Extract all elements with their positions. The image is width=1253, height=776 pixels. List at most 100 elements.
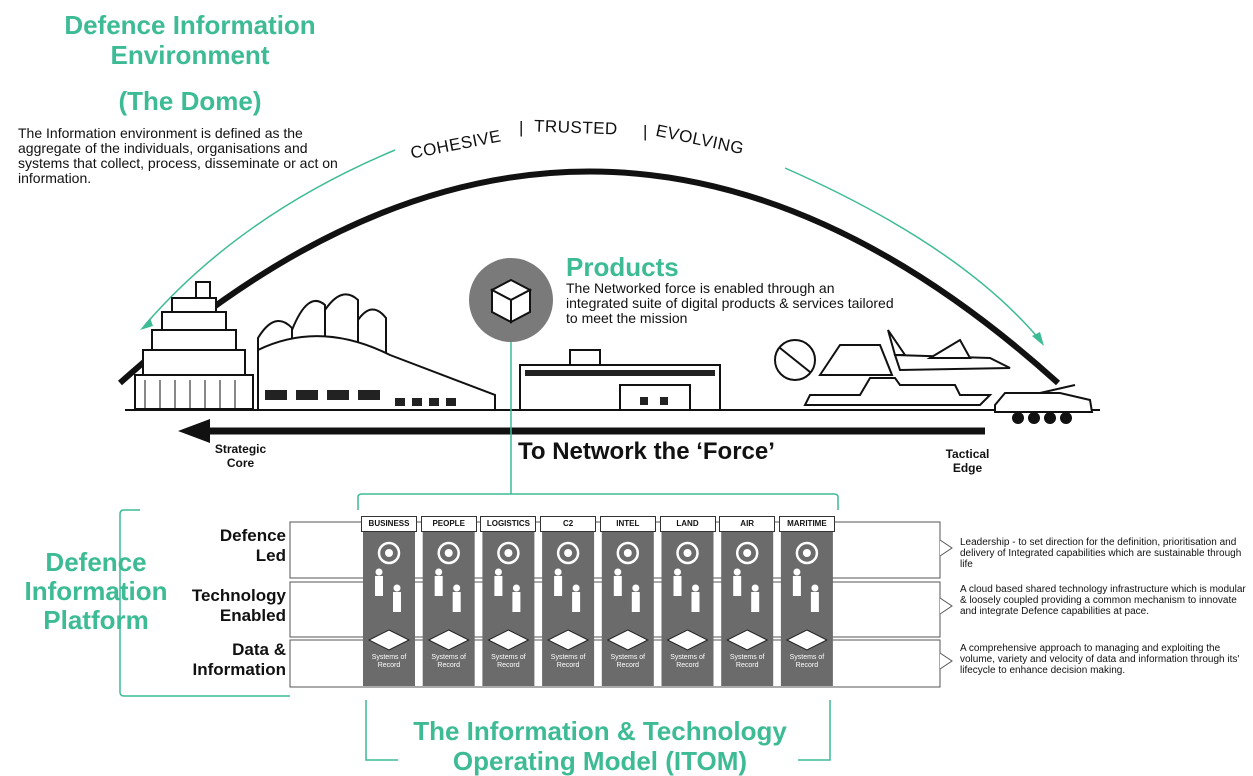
person-body-icon [631, 592, 640, 612]
systems-of-record-line: Systems of [550, 654, 586, 661]
systems-of-record-line: Systems of [431, 654, 466, 661]
row-label-line: Defence [219, 526, 286, 545]
platform-title-line-1: Defence [45, 547, 147, 577]
dome-arc [117, 168, 1061, 386]
systems-of-record-line: Systems of [491, 654, 526, 661]
dome-arrow-right-head [1032, 332, 1044, 346]
itom-column-header: INTEL [599, 516, 656, 532]
leadership-cycle-icon [497, 541, 520, 565]
leadership-core-icon [683, 549, 692, 557]
row-label-data-information: Data & Information [146, 640, 287, 680]
network-title: To Network the ‘Force’ [518, 438, 775, 465]
systems-diamond-icon [367, 629, 411, 651]
tent-icon [818, 344, 894, 376]
dome-title-line-1: Defence Information [64, 10, 316, 40]
row-label-line: Information [192, 660, 287, 679]
systems-of-record-line: Systems of [371, 654, 407, 661]
person-icon [512, 584, 520, 592]
itom-column-header: BUSINESS [361, 516, 417, 532]
itom-bracket-bottom-left [365, 700, 398, 761]
products-title: Products [566, 252, 679, 282]
person-icon [793, 568, 801, 576]
systems-of-record-line: Record [556, 662, 580, 669]
person-body-icon [751, 592, 760, 612]
person-body-icon [375, 576, 383, 596]
arc-word-trusted: TRUSTED [533, 116, 619, 139]
strategic-label: Strategic [214, 442, 267, 456]
strategic-core-label: Strategic Core [208, 442, 273, 470]
systems-of-record-line: Record [676, 662, 699, 669]
dome-intro-text: The Information environment is defined a… [18, 125, 338, 186]
dip-bracket [119, 509, 290, 697]
core-label: Core [226, 456, 255, 470]
person-icon [375, 568, 383, 576]
leadership-cycle-icon [377, 541, 401, 565]
person-body-icon [810, 592, 819, 612]
person-icon [435, 568, 443, 576]
row-label-line: Data & [232, 640, 286, 659]
itom-column-header: LOGISTICS [480, 516, 537, 532]
systems-diamond-icon [546, 629, 590, 651]
dome-subtitle: (The Dome) [118, 86, 262, 116]
person-body-icon [512, 592, 521, 612]
row-description-data-information: A comprehensive approach to managing and… [960, 643, 1240, 676]
systems-of-record-line: Systems of [670, 654, 705, 661]
dome-arrow-left [144, 149, 396, 326]
leadership-core-icon [444, 549, 453, 557]
person-icon [674, 568, 681, 576]
person-icon [453, 584, 461, 592]
itom-columns [363, 530, 833, 686]
itom-column-header: AIR [719, 516, 776, 532]
itom-bracket-bottom-right [798, 700, 831, 761]
armoured-vehicle-icon [994, 384, 1094, 424]
leadership-cycle-icon [437, 541, 460, 565]
network-arrow-head [178, 419, 210, 443]
platform-title-line-2: Information [24, 576, 168, 606]
building-central-icon [519, 349, 721, 411]
person-body-icon [434, 576, 443, 596]
leadership-cycle-icon [556, 541, 580, 565]
itom-title: The Information & Technology Operating M… [370, 716, 830, 776]
person-body-icon [792, 576, 801, 596]
person-body-icon [554, 576, 563, 596]
systems-of-record-line: Record [437, 662, 460, 669]
cube-icon [489, 278, 533, 324]
leadership-cycle-icon [676, 541, 699, 565]
row-label-line: Technology [191, 586, 286, 605]
dome-arrow-left-head [140, 318, 153, 330]
person-body-icon [393, 592, 401, 612]
row-description-defence-led: Leadership - to set direction for the de… [960, 537, 1242, 570]
tactical-label: Tactical [945, 447, 990, 461]
person-icon [733, 568, 741, 576]
person-body-icon [691, 592, 700, 612]
person-body-icon [733, 576, 742, 596]
systems-of-record-line: Record [735, 662, 759, 669]
leadership-core-icon [385, 549, 393, 557]
platform-title-line-3: Platform [43, 605, 149, 635]
building-sails-icon [257, 293, 496, 411]
person-icon [393, 584, 401, 592]
row-description-technology-enabled: A cloud based shared technology infrastr… [960, 584, 1246, 617]
itom-column-header: LAND [659, 516, 716, 532]
edge-label: Edge [952, 461, 983, 475]
itom-column-header: C2 [540, 516, 597, 532]
leadership-core-icon [564, 549, 573, 557]
systems-of-record-line: Record [616, 662, 640, 669]
systems-of-record-line: Systems of [610, 654, 646, 661]
systems-of-record-line: Systems of [729, 654, 765, 661]
leadership-cycle-icon [616, 541, 640, 565]
person-icon [572, 584, 580, 592]
person-icon [494, 568, 502, 576]
leadership-cycle-icon [735, 541, 759, 565]
leadership-core-icon [802, 549, 811, 557]
leadership-core-icon [743, 549, 752, 557]
arc-divider-1: | [519, 118, 524, 137]
person-icon [751, 584, 759, 592]
ship-icon [803, 377, 993, 406]
systems-diamond-icon [785, 629, 829, 651]
tactical-edge-label: Tactical Edge [930, 447, 1005, 475]
